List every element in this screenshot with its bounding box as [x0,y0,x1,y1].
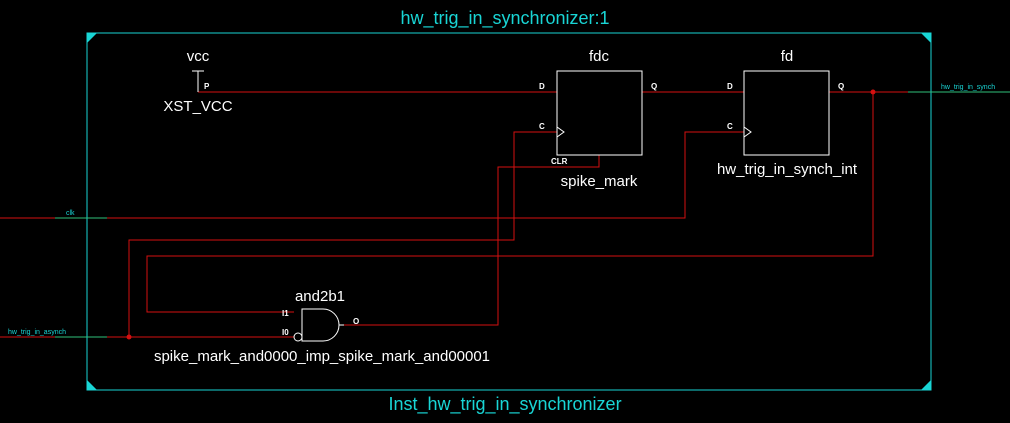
and-pin-i1: I1 [282,309,289,318]
module-title: hw_trig_in_synchronizer:1 [400,8,609,29]
fdc-type-label: fdc [589,48,610,65]
vcc-symbol[interactable]: vcc P XST_VCC [163,48,232,115]
and-inversion-bubble [293,332,303,342]
frame-corner-tr [921,33,931,43]
frame-corner-bl [87,380,97,390]
net-async-to-fdc-c[interactable] [128,131,557,337]
fd-pin-d: D [727,82,733,91]
nets [0,89,908,340]
module-frame[interactable] [86,32,932,391]
net-clk[interactable] [0,131,744,219]
net-synch-feedback[interactable] [146,92,874,313]
and2b1-gate[interactable]: and2b1 I1 I0 O spike_mark_and0000_imp_sp… [154,288,490,365]
frame-corner-tl [87,33,97,43]
fdc-pin-q: Q [651,82,657,91]
and-pin-o: O [353,317,359,326]
net-and-o-to-fdc-clr[interactable] [344,155,600,326]
instance-title: Inst_hw_trig_in_synchronizer [388,394,621,415]
fdc-pin-d: D [539,82,545,91]
junction-dot [870,89,876,95]
fdc-pin-clr: CLR [551,157,568,166]
vcc-type-label: vcc [187,48,210,65]
fdc-body [556,70,643,156]
vcc-instance-label: XST_VCC [163,98,232,115]
fd-pin-c: C [727,122,733,131]
fdc-pin-c: C [539,122,545,131]
fd-pin-q: Q [838,82,844,91]
port-output-label[interactable]: hw_trig_in_synch [941,84,995,91]
and-pin-i0: I0 [282,328,289,337]
and-type-label: and2b1 [295,288,345,305]
fd-clock-triangle [743,126,752,138]
fd-instance-label: hw_trig_in_synch_int [717,161,858,178]
port-clk-label[interactable]: clk [66,210,75,217]
frame-corner-br [921,380,931,390]
port-input-label[interactable]: hw_trig_in_asynch [8,329,66,336]
and-instance-label: spike_mark_and0000_imp_spike_mark_and000… [154,348,490,365]
fd-flipflop[interactable]: fd D C Q hw_trig_in_synch_int [717,48,858,178]
vcc-pin-p: P [204,82,210,91]
junction-dot [126,334,132,340]
and-gate-body [301,308,340,342]
fdc-instance-label: spike_mark [561,173,638,190]
fdc-flipflop[interactable]: fdc D C Q CLR spike_mark [539,48,657,190]
fdc-clock-triangle [556,126,565,138]
fd-body [743,70,830,156]
fd-type-label: fd [781,48,794,65]
